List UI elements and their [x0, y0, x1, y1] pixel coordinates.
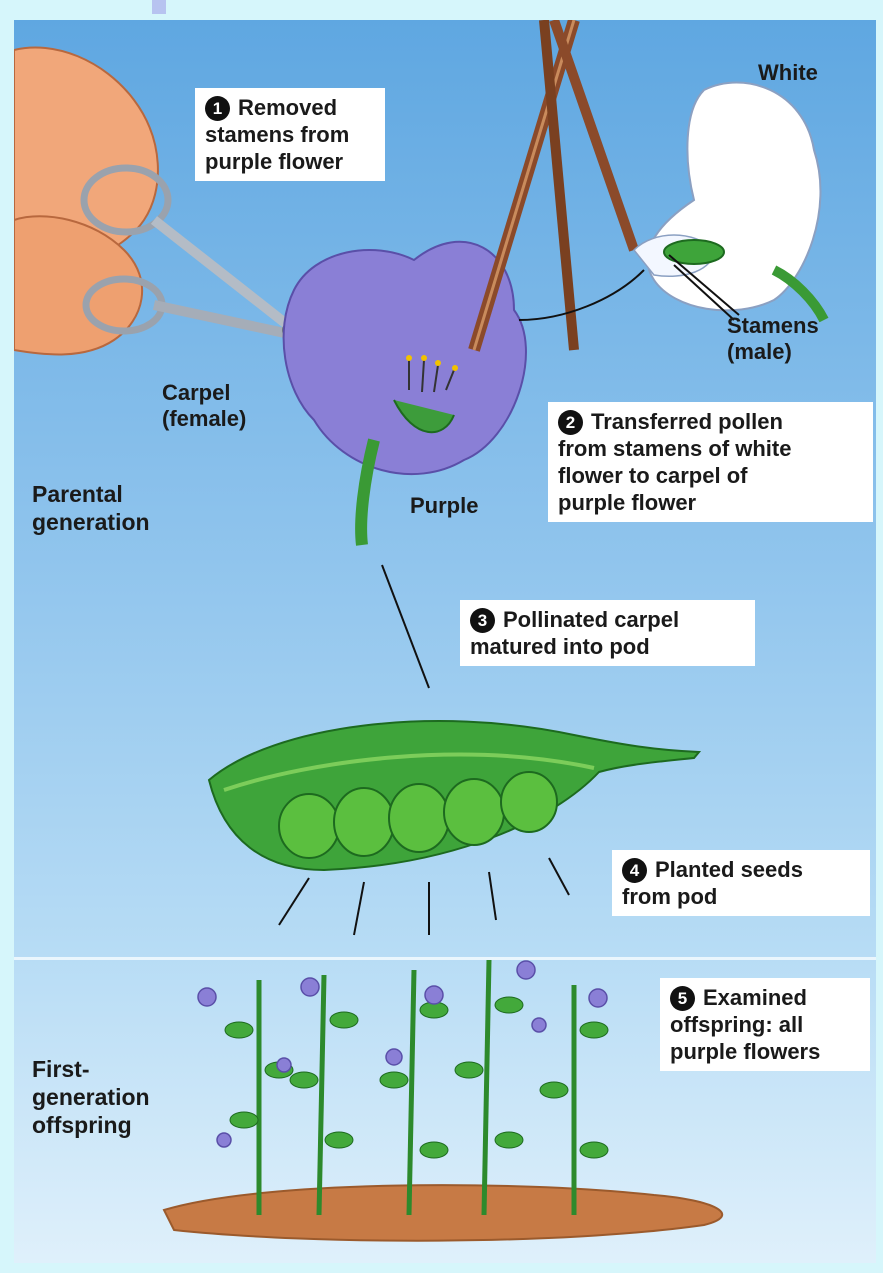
white-flower-illustration: [634, 83, 824, 321]
step-3-number: 3: [470, 608, 495, 633]
step-5-number: 5: [670, 986, 695, 1011]
white-flower-label: White: [758, 60, 818, 86]
first-generation-label: First- generation offspring: [32, 1055, 150, 1139]
step-4-number: 4: [622, 858, 647, 883]
stamens-label: Stamens (male): [727, 313, 819, 365]
step-1-number: 1: [205, 96, 230, 121]
parental-generation-label: Parental generation: [32, 480, 150, 536]
step-2-number: 2: [558, 410, 583, 435]
plants-illustration: [225, 960, 608, 1215]
purple-flower-label: Purple: [410, 493, 478, 519]
pea-pod-illustration: [209, 721, 699, 870]
carpel-label: Carpel (female): [162, 380, 246, 432]
section-divider: [14, 957, 876, 960]
soil-illustration: [164, 1185, 722, 1241]
top-accent: [152, 0, 166, 14]
